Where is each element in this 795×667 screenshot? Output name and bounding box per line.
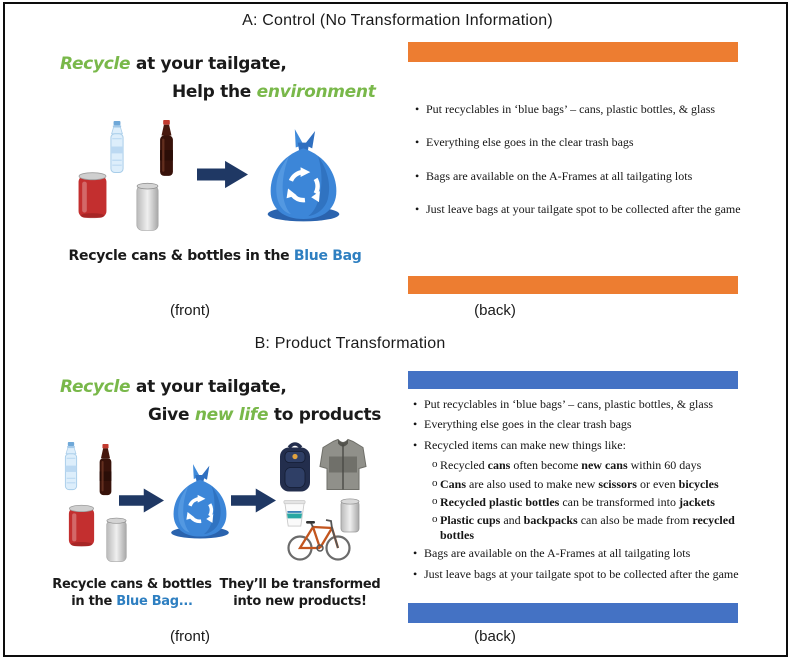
soda-bottle-image	[160, 120, 173, 176]
back-b-bullet: Everything else goes in the clear trash …	[412, 417, 744, 432]
section-b-title: B: Product Transformation	[254, 335, 446, 352]
back-b-sub-bullet: Plastic cups and backpacks can also be m…	[412, 513, 744, 542]
flyer-b-caption-left-line2: in the Blue Bag...	[71, 594, 193, 609]
flyer-b-caption-right-line2: into new products!	[233, 594, 367, 609]
back-a-bottom-bar	[408, 276, 738, 294]
back-b-bottom-bar	[408, 603, 738, 623]
flyer-b-caption-left-line1: Recycle cans & bottles	[52, 577, 212, 592]
back-a-bullet-list: Put recyclables in ‘blue bags’ – cans, p…	[414, 102, 742, 236]
red-can-image	[68, 504, 95, 547]
plastic-cup-image	[283, 500, 306, 527]
flyer-a-headline-line2: Help the environment	[172, 82, 376, 102]
red-can-image	[78, 172, 107, 219]
flyer-b-caption-right: They’ll be transformed into new products…	[212, 576, 388, 610]
bicycle-image	[287, 519, 351, 561]
flyer-a-caption: Recycle cans & bottles in the Blue Bag	[68, 248, 362, 264]
flyer-b-headline-line1: Recycle at your tailgate,	[60, 377, 287, 397]
metal-tumbler-image	[340, 498, 360, 533]
back-b-bullet: Put recyclables in ‘blue bags’ – cans, p…	[412, 397, 744, 412]
back-a-bullet: Put recyclables in ‘blue bags’ – cans, p…	[414, 102, 742, 117]
flyer-b-headline-line2: Give new life to products	[148, 405, 382, 425]
back-b-sub-bullet: Recycled plastic bottles can be transfor…	[412, 495, 744, 509]
back-b-bullet: Just leave bags at your tailgate spot to…	[412, 567, 744, 582]
back-a-bullet: Just leave bags at your tailgate spot to…	[414, 202, 742, 217]
arrow-right-icon	[119, 488, 164, 513]
back-a-bullet: Bags are available on the A-Frames at al…	[414, 169, 742, 184]
label-a-back: (back)	[474, 302, 516, 319]
water-bottle-image	[110, 121, 124, 174]
label-a-front: (front)	[169, 302, 210, 319]
flyer-b-caption-left: Recycle cans & bottles in the Blue Bag..…	[42, 576, 222, 610]
back-a-bullet: Everything else goes in the clear trash …	[414, 135, 742, 150]
blue-recycling-bag-image	[260, 126, 347, 225]
arrow-right-icon	[197, 160, 248, 189]
back-a-top-bar	[408, 42, 738, 62]
flyer-b-caption-right-line1: They’ll be transformed	[219, 577, 381, 592]
back-b-sub-bullet: Cans are also used to make new scissors …	[412, 477, 744, 491]
fleece-jacket-image	[319, 438, 367, 490]
figure-border	[3, 2, 788, 657]
silver-can-image	[106, 517, 127, 562]
silver-can-image	[136, 182, 159, 231]
flyer-a-headline-line1: Recycle at your tailgate,	[60, 54, 287, 74]
label-b-back: (back)	[474, 628, 516, 645]
section-a-title: A: Control (No Transformation Informatio…	[242, 12, 553, 29]
arrow-right-icon	[231, 488, 276, 513]
back-b-sub-bullet: Recycled cans often become new cans with…	[412, 458, 744, 472]
back-b-bullet: Recycled items can make new things like:	[412, 438, 744, 453]
water-bottle-image	[64, 442, 78, 491]
back-b-bullet-list: Put recyclables in ‘blue bags’ – cans, p…	[412, 397, 744, 587]
back-b-top-bar	[408, 371, 738, 389]
back-b-bullet: Bags are available on the A-Frames at al…	[412, 546, 744, 561]
backpack-image	[280, 442, 310, 492]
label-b-front: (front)	[169, 628, 210, 645]
blue-recycling-bag-image	[169, 462, 231, 541]
soda-bottle-image	[99, 444, 112, 496]
